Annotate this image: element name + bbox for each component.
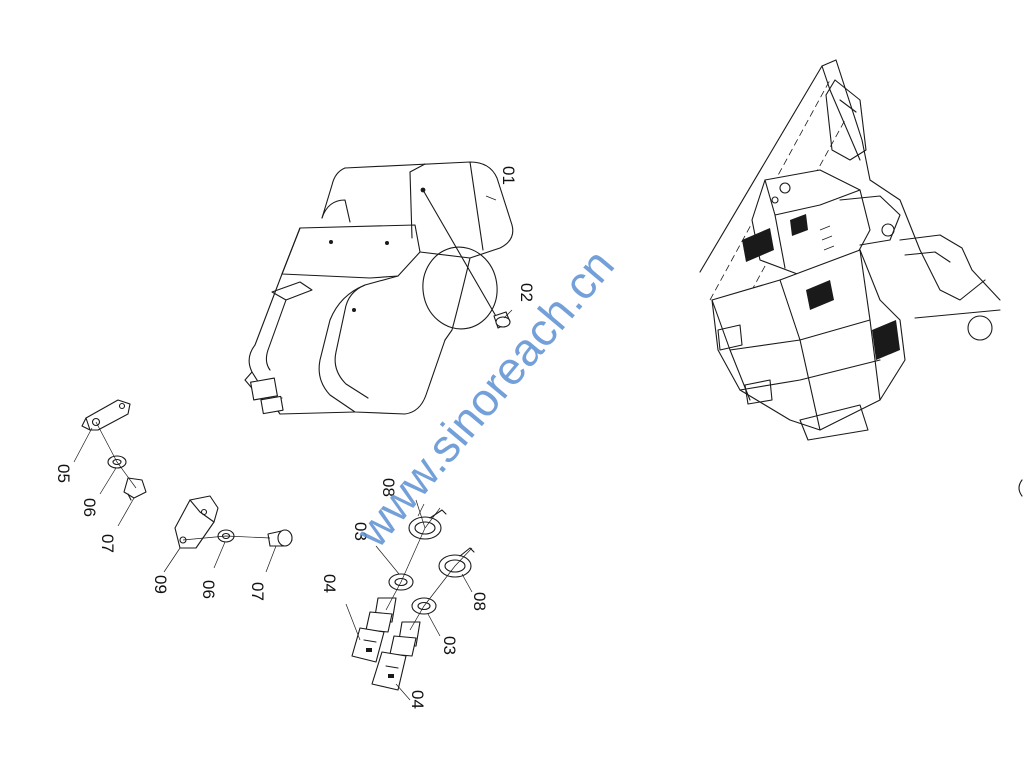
part-04-sensor-lower: [371, 621, 421, 691]
callout-01: 01: [499, 166, 518, 185]
callout-09: 09: [151, 575, 170, 594]
part-05-bracket: [81, 399, 131, 431]
machine-overview-illustration: [699, 59, 1001, 441]
part-09-bracket: [174, 495, 219, 549]
callout-07-upper: 07: [98, 534, 117, 553]
callout-04-upper: 04: [320, 574, 339, 593]
machine-grille-lower: [806, 280, 900, 360]
part-04-sensor-upper: [351, 597, 397, 663]
callout-04-lower: 04: [408, 690, 427, 709]
callout-02: 02: [517, 283, 536, 302]
callout-07-lower: 07: [248, 582, 267, 601]
callout-05: 05: [54, 464, 73, 483]
leader-lines: [73, 195, 513, 701]
part-08-clamp-lower: [438, 547, 475, 578]
callout-03-upper: 03: [351, 522, 370, 541]
watermark-text: www.sinoreach.cn: [345, 239, 624, 557]
callout-08-lower: 08: [470, 592, 489, 611]
callout-08-upper: 08: [379, 478, 398, 497]
part-07-bolt-lower: [267, 529, 293, 547]
callout-06-upper: 06: [80, 498, 99, 517]
part-02-screw: [422, 189, 511, 329]
callout-06-lower: 06: [199, 580, 218, 599]
part-07-bolt-upper: [123, 477, 147, 501]
edge-partial-mark: [1018, 479, 1023, 497]
machine-grille-upper: [742, 214, 808, 262]
callout-03-lower: 03: [440, 636, 459, 655]
